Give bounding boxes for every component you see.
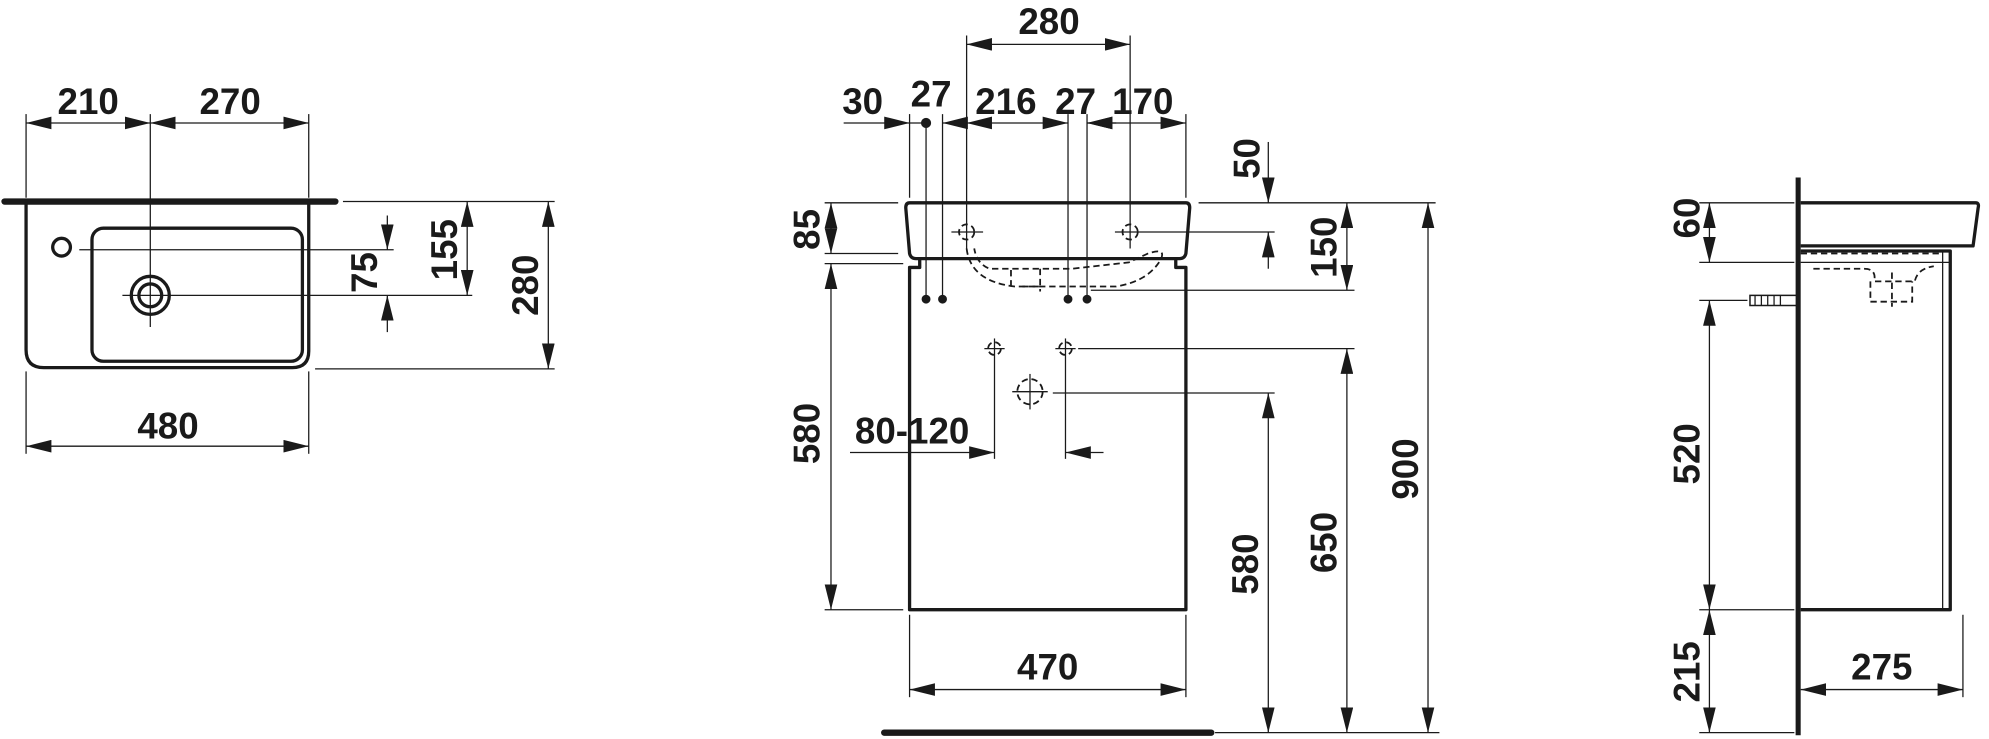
dim-480: 480 [137,406,198,447]
dim-900: 900 [1385,438,1426,499]
dim-80-120: 80-120 [855,411,969,452]
vanity-cabinet-side [1800,249,1952,612]
siphon-detail [1010,268,1042,292]
dim-27-left: 27 [911,73,952,114]
dim-75: 75 [344,252,385,293]
wall-anchor-icon [1749,294,1799,307]
dim-650: 650 [1304,512,1345,573]
dim-580-left: 580 [787,403,828,464]
siphon-side [1869,272,1914,307]
vanity-cabinet [907,259,1188,612]
side-view: 60 520 215 275 [1666,177,1981,736]
countertop [904,201,1192,261]
dim-27-right: 27 [1055,81,1096,122]
dim-280: 280 [505,255,546,316]
dim-155: 155 [424,219,465,280]
dim-215: 215 [1666,641,1707,702]
dim-170: 170 [1112,81,1173,122]
top-view: 210 270 480 75 155 280 [1,81,555,454]
tap-hole-icon [51,236,73,258]
basin-outline [24,204,311,370]
dim-280: 280 [1018,1,1079,42]
dim-85: 85 [787,209,828,250]
siphon-outline [965,248,1164,288]
dim-60: 60 [1666,198,1707,239]
dim-50: 50 [1226,138,1267,179]
dim-470: 470 [1017,646,1078,687]
basin-hidden-outline [1800,252,1941,283]
dim-150: 150 [1304,217,1345,278]
dim-580-right: 580 [1225,533,1266,594]
dim-216: 216 [975,81,1036,122]
dim-270: 270 [199,81,260,122]
front-view: 280 30 27 216 27 170 50 150 580 650 900 … [787,1,1440,736]
countertop-side [1800,201,1981,248]
dim-30: 30 [842,81,883,122]
dim-520: 520 [1666,423,1707,484]
dim-275: 275 [1851,646,1912,687]
dim-210: 210 [58,81,119,122]
